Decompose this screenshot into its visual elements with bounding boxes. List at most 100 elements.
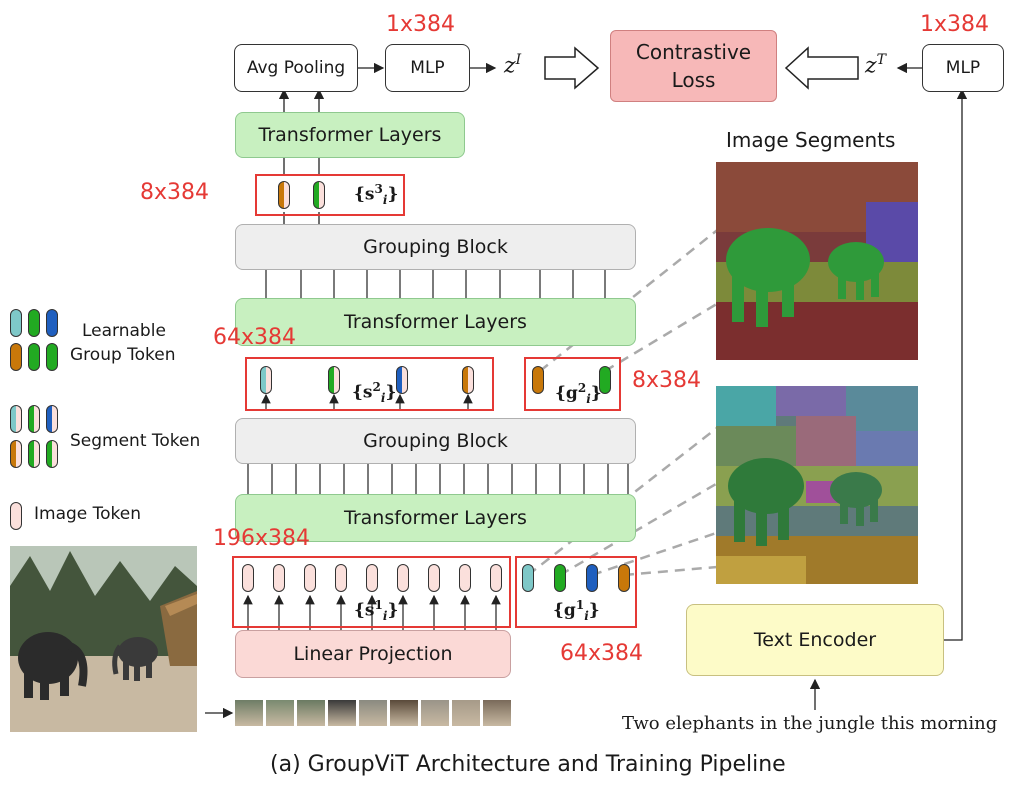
legend-seg-blue: [46, 405, 58, 433]
g1-token-blue: [586, 564, 598, 592]
transformer-top-label: Transformer Layers: [258, 124, 442, 146]
linear-projection-box: Linear Projection: [235, 630, 511, 678]
s2-token-green: [328, 366, 340, 394]
s1-image-token-1: [242, 564, 254, 592]
s2-sup: 2: [372, 380, 381, 394]
transformer-layers-bottom: Transformer Layers: [235, 494, 636, 542]
g1-dim: 64x384: [560, 641, 644, 666]
s1-image-token-7: [428, 564, 440, 592]
g1-sup: 1: [575, 598, 585, 612]
g2-sub: i: [586, 392, 591, 407]
g1-token-box: [515, 556, 637, 628]
image-patch-3: [297, 700, 325, 726]
text-embedding-dim: 1x384: [920, 12, 990, 37]
image-patch-2: [266, 700, 294, 726]
image-patch-5: [359, 700, 387, 726]
text-embedding-label: zT: [865, 52, 886, 78]
legend-group-teal: [10, 309, 22, 337]
s1-image-token-5: [366, 564, 378, 592]
s3-token-box: [255, 174, 405, 216]
s1-image-token-8: [459, 564, 471, 592]
input-sentence: Two elephants in the jungle this morning: [622, 713, 998, 734]
avg-pooling-box: Avg Pooling: [234, 44, 358, 92]
g2-token-orange: [532, 366, 544, 394]
g1-close: }: [588, 600, 600, 621]
contrastive-loss-line1: Contrastive: [635, 40, 752, 64]
legend-seg-green-3: [46, 440, 58, 468]
s1-text: {s: [354, 600, 375, 621]
text-mlp-box: MLP: [922, 44, 1004, 92]
s2-token-orange: [462, 366, 474, 394]
legend-image-token-sample: [10, 502, 22, 530]
transformer-mid-label: Transformer Layers: [344, 311, 527, 333]
image-patch-8: [452, 700, 480, 726]
s1-symbol: {s1i}: [354, 598, 398, 623]
text-mlp-label: MLP: [945, 58, 981, 78]
z-text-symbol: z: [865, 53, 877, 79]
segment-image-fine: [716, 386, 918, 584]
g2-symbol: {g2i}: [555, 381, 602, 406]
s1-image-token-6: [397, 564, 409, 592]
s1-image-token-3: [304, 564, 316, 592]
text-encoder-label: Text Encoder: [753, 629, 877, 651]
g1-sub: i: [584, 609, 589, 624]
s1-image-token-2: [273, 564, 285, 592]
contrastive-loss-box: Contrastive Loss: [610, 30, 777, 102]
image-mlp-box: MLP: [385, 44, 470, 92]
image-patch-9: [483, 700, 511, 726]
linear-projection-label: Linear Projection: [293, 643, 453, 665]
avg-pooling-label: Avg Pooling: [246, 58, 346, 78]
s2-dim: 64x384: [213, 325, 297, 350]
s2-token-blue: [396, 366, 408, 394]
s3-sub: i: [382, 193, 388, 208]
s3-text: {s: [354, 184, 375, 205]
segment-image-coarse: [716, 162, 918, 360]
s1-sub: i: [382, 609, 388, 624]
image-embedding-dim: 1x384: [386, 12, 456, 37]
s3-symbol: {s3i}: [354, 182, 398, 207]
s1-sup: 1: [374, 598, 383, 612]
legend-group-green-2: [28, 343, 40, 371]
g1-token-green: [554, 564, 566, 592]
s3-token-green: [313, 181, 325, 209]
legend-learnable-line1: Learnable: [82, 321, 166, 341]
g2-dim: 8x384: [632, 368, 702, 393]
legend-image-token: Image Token: [34, 504, 142, 524]
g1-text: {g: [553, 600, 576, 621]
image-embedding-label: zI: [504, 52, 521, 78]
legend-seg-teal: [10, 405, 22, 433]
image-patch-1: [235, 700, 263, 726]
s1-image-token-9: [490, 564, 502, 592]
input-photo: [10, 546, 197, 732]
g2-sup: 2: [577, 381, 587, 395]
s2-token-box: [245, 357, 494, 411]
fine-segmentation-illustration: [716, 386, 918, 584]
text-encoder-box: Text Encoder: [686, 604, 944, 676]
z-image-superscript: I: [515, 52, 522, 68]
g1-symbol: {g1i}: [553, 598, 600, 623]
legend-seg-orange: [10, 440, 22, 468]
s2-text: {s: [352, 382, 373, 403]
grouping-bottom-label: Grouping Block: [363, 430, 508, 452]
transformer-layers-top: Transformer Layers: [235, 112, 465, 158]
grouping-block-bottom: Grouping Block: [235, 418, 636, 464]
g2-close: }: [590, 383, 602, 404]
legend-group-blue: [46, 309, 58, 337]
figure-caption: (a) GroupViT Architecture and Training P…: [270, 752, 786, 777]
image-patch-4: [328, 700, 356, 726]
s1-close: }: [387, 600, 399, 621]
legend-seg-green-2: [28, 440, 40, 468]
transformer-bottom-label: Transformer Layers: [344, 507, 527, 529]
contrastive-loss-line2: Loss: [671, 68, 716, 92]
z-text-superscript: T: [876, 52, 886, 68]
transformer-layers-mid: Transformer Layers: [235, 298, 636, 346]
grouping-block-top: Grouping Block: [235, 224, 636, 270]
g1-token-teal: [522, 564, 534, 592]
image-mlp-label: MLP: [410, 58, 445, 78]
s3-close: }: [387, 184, 399, 205]
g2-token-box: [524, 357, 621, 411]
s1-dim: 196x384: [213, 526, 311, 551]
s3-token-orange: [278, 181, 290, 209]
legend-learnable-line2: Group Token: [70, 345, 176, 365]
